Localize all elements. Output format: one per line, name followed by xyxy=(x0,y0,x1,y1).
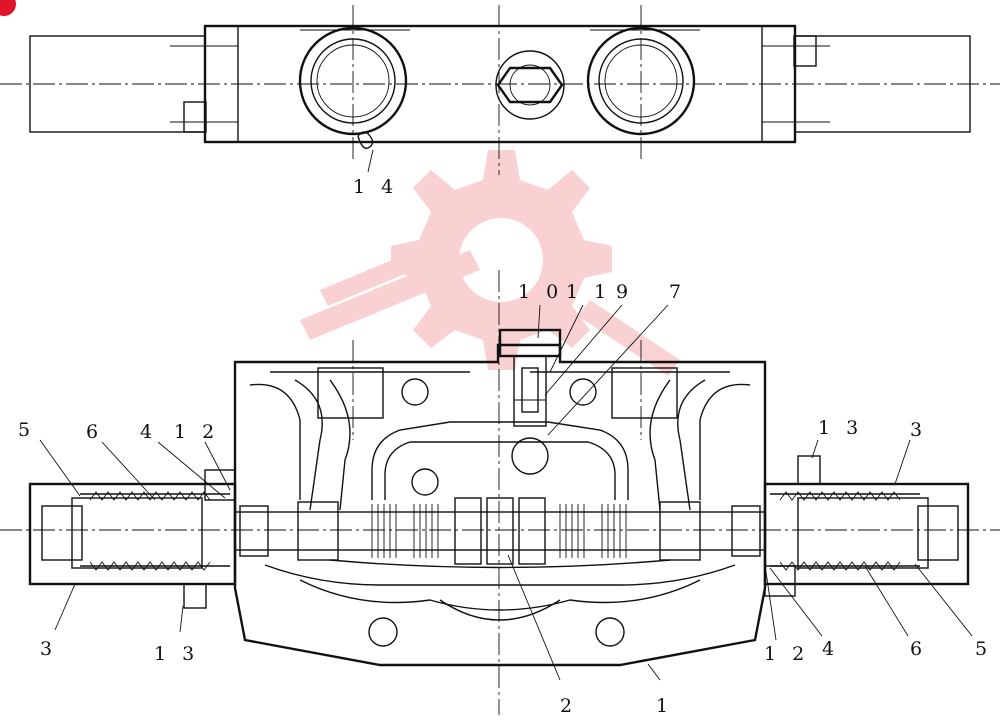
section-view xyxy=(0,270,1000,715)
callout-12-right: 1 2 xyxy=(764,643,809,665)
callout-12-left: 1 2 xyxy=(174,421,219,443)
callout-13-right: 1 3 xyxy=(818,417,863,439)
callout-2: 2 xyxy=(560,695,577,717)
callout-5-right: 5 xyxy=(975,638,992,660)
leader-lines xyxy=(39,149,973,681)
callout-11: 1 1 xyxy=(566,281,611,303)
callout-4-right: 4 xyxy=(822,638,839,660)
callout-14: 1 4 xyxy=(353,176,398,198)
top-view xyxy=(0,5,1000,175)
top-port-left xyxy=(298,26,408,149)
callout-1: 1 xyxy=(656,695,673,717)
gear-logo-watermark xyxy=(300,150,680,376)
callout-3-left: 3 xyxy=(40,638,57,660)
callout-6-right: 6 xyxy=(910,638,927,660)
callout-5-left: 5 xyxy=(18,419,35,441)
corner-badge xyxy=(0,0,16,16)
callout-7: 7 xyxy=(669,281,686,303)
callout-13-left: 1 3 xyxy=(154,643,199,665)
top-hex-plug xyxy=(495,50,565,120)
callout-10: 1 0 xyxy=(518,281,563,303)
callout-4-left: 4 xyxy=(140,421,157,443)
top-port-right xyxy=(586,26,696,136)
callouts: 1 4 1 0 1 1 9 7 5 6 4 1 2 1 3 3 3 1 3 2 … xyxy=(18,176,992,717)
callout-3-right: 3 xyxy=(910,419,927,441)
callout-9: 9 xyxy=(616,281,633,303)
callout-6-left: 6 xyxy=(86,421,103,443)
